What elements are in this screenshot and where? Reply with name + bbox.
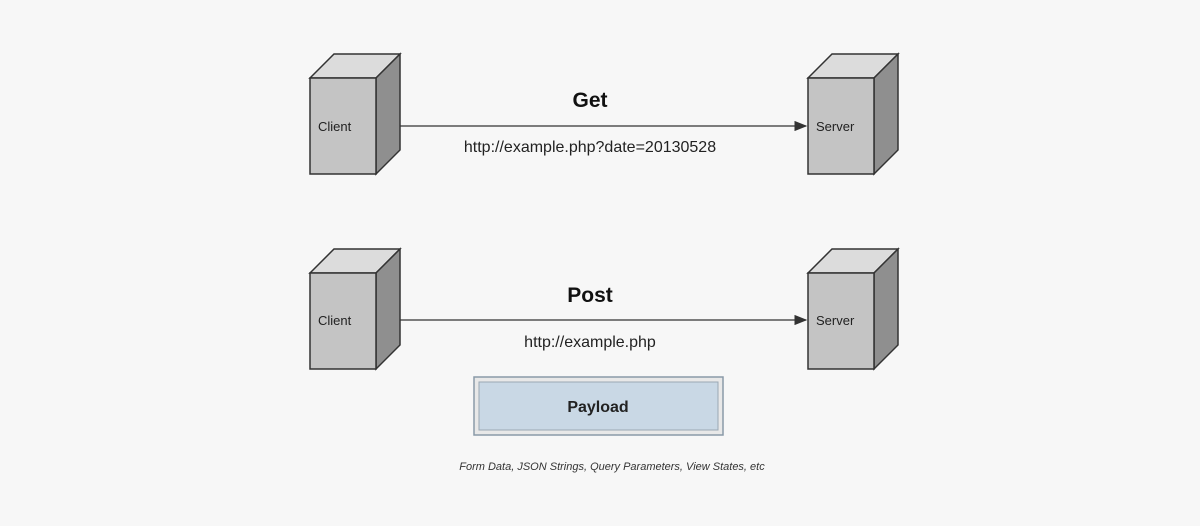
post-server-label: Server — [816, 313, 855, 328]
post-method-label: Post — [567, 284, 613, 307]
get-method-label: Get — [572, 89, 607, 112]
get-client-box: Client — [308, 52, 402, 176]
get-url-label: http://example.php?date=20130528 — [464, 139, 716, 156]
post-client-box: Client — [308, 247, 402, 371]
post-flow: Client Post http://example.php Server — [308, 247, 900, 371]
post-url-label: http://example.php — [524, 334, 656, 351]
get-client-label: Client — [318, 119, 352, 134]
get-server-box: Server — [806, 52, 900, 176]
get-server-label: Server — [816, 119, 855, 134]
payload-caption: Form Data, JSON Strings, Query Parameter… — [459, 461, 765, 473]
payload-box: Payload — [473, 376, 724, 436]
post-server-box: Server — [806, 247, 900, 371]
payload-label: Payload — [567, 399, 628, 416]
get-flow: Client Get http://example.php?date=20130… — [308, 52, 900, 176]
post-client-label: Client — [318, 313, 352, 328]
